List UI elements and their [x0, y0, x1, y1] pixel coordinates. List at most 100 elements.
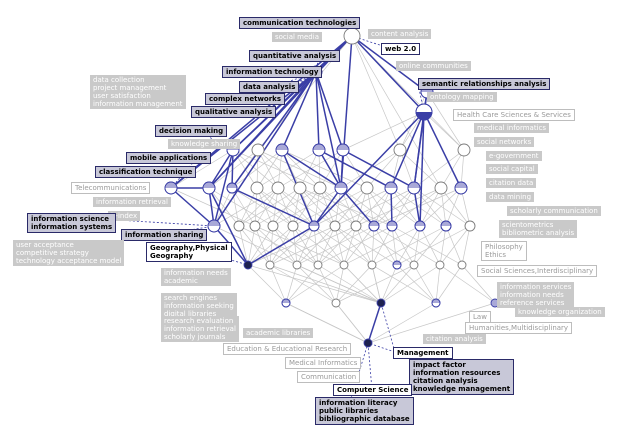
lattice-node[interactable]: [308, 220, 320, 232]
concept-label-social-sciences[interactable]: Social Sciences,Interdisciplinary: [477, 265, 598, 278]
lattice-node-circle[interactable]: [434, 181, 448, 195]
lattice-node[interactable]: [250, 181, 264, 195]
concept-label-citation-analysis-grey[interactable]: citation analysis: [423, 334, 486, 345]
concept-label-e-government[interactable]: e-government: [486, 151, 542, 162]
lattice-node[interactable]: [339, 260, 349, 270]
lattice-node[interactable]: [434, 181, 448, 195]
lattice-node[interactable]: [329, 220, 341, 232]
lattice-node[interactable]: [164, 181, 178, 195]
lattice-node[interactable]: [312, 143, 326, 157]
lattice-node-circle[interactable]: [243, 260, 253, 270]
lattice-node[interactable]: [243, 260, 253, 270]
concept-label-online-communities[interactable]: online communities: [396, 61, 471, 72]
concept-label-data-collection[interactable]: data collection project management user …: [90, 75, 186, 110]
lattice-node[interactable]: [313, 181, 327, 195]
lattice-node[interactable]: [226, 182, 238, 194]
lattice-node[interactable]: [363, 338, 373, 348]
lattice-node-circle[interactable]: [251, 143, 265, 157]
lattice-node[interactable]: [440, 220, 452, 232]
lattice-node[interactable]: [313, 260, 323, 270]
lattice-node[interactable]: [457, 143, 471, 157]
concept-label-impact-factor[interactable]: impact factor information resources cita…: [409, 359, 515, 396]
concept-label-information-retrieval-grey[interactable]: information retrieval: [93, 197, 171, 208]
lattice-node[interactable]: [331, 298, 341, 308]
concept-label-h-index[interactable]: h-index: [108, 211, 141, 222]
lattice-node[interactable]: [414, 220, 426, 232]
lattice-node[interactable]: [334, 181, 348, 195]
lattice-node-circle[interactable]: [343, 27, 361, 45]
lattice-node[interactable]: [393, 143, 407, 157]
lattice-node[interactable]: [207, 219, 221, 233]
lattice-node-circle[interactable]: [331, 298, 341, 308]
lattice-node-circle[interactable]: [265, 260, 275, 270]
lattice-node[interactable]: [392, 260, 402, 270]
lattice-node-circle[interactable]: [409, 260, 419, 270]
concept-label-computer-science[interactable]: Computer Science: [333, 384, 413, 397]
lattice-node[interactable]: [293, 181, 307, 195]
concept-label-medical-informatics[interactable]: Medical Informatics: [285, 357, 362, 370]
lattice-node-circle[interactable]: [464, 220, 476, 232]
concept-label-information-science[interactable]: information science information systems: [27, 213, 117, 234]
concept-label-information-services[interactable]: information services information needs r…: [497, 282, 575, 309]
concept-label-information-needs[interactable]: information needs academic: [161, 268, 231, 287]
concept-label-social-capital[interactable]: social capital: [486, 164, 538, 175]
concept-label-semantic-relationships-analysis[interactable]: semantic relationships analysis: [418, 78, 551, 91]
lattice-node[interactable]: [431, 298, 441, 308]
lattice-node-circle[interactable]: [376, 298, 386, 308]
lattice-node-circle[interactable]: [393, 143, 407, 157]
concept-label-user-acceptance[interactable]: user acceptance competitive strategy tec…: [13, 240, 125, 267]
concept-label-humanities[interactable]: Humanities,Multidisciplinary: [465, 322, 573, 335]
concept-label-management[interactable]: Management: [393, 347, 453, 360]
lattice-node[interactable]: [415, 103, 433, 121]
lattice-node[interactable]: [251, 143, 265, 157]
lattice-node-circle[interactable]: [249, 220, 261, 232]
lattice-node[interactable]: [249, 220, 261, 232]
lattice-node-circle[interactable]: [271, 181, 285, 195]
lattice-node-circle[interactable]: [363, 338, 373, 348]
lattice-node[interactable]: [454, 181, 468, 195]
lattice-node[interactable]: [202, 181, 216, 195]
lattice-node[interactable]: [376, 298, 386, 308]
concept-label-citation-data[interactable]: citation data: [486, 178, 537, 189]
lattice-node[interactable]: [233, 220, 245, 232]
concept-label-telecommunications[interactable]: Telecommunications: [71, 182, 151, 195]
lattice-node-circle[interactable]: [313, 181, 327, 195]
concept-label-education[interactable]: Education & Educational Research: [223, 343, 352, 356]
lattice-node-circle[interactable]: [287, 220, 299, 232]
lattice-node[interactable]: [275, 143, 289, 157]
concept-label-complex-networks[interactable]: complex networks: [205, 93, 285, 106]
concept-label-search-engines[interactable]: search engines information seeking digit…: [161, 293, 237, 320]
concept-label-social-networks[interactable]: social networks: [474, 137, 535, 148]
lattice-node-circle[interactable]: [350, 220, 362, 232]
concept-label-communication[interactable]: Communication: [297, 371, 361, 384]
lattice-node[interactable]: [384, 181, 398, 195]
concept-label-knowledge-sharing[interactable]: knowledge sharing: [168, 139, 241, 150]
lattice-node[interactable]: [350, 220, 362, 232]
concept-label-data-analysis[interactable]: data analysis: [239, 81, 300, 94]
concept-label-knowledge-organization[interactable]: knowledge organization: [515, 307, 605, 318]
lattice-node-circle[interactable]: [329, 220, 341, 232]
lattice-node[interactable]: [281, 298, 291, 308]
lattice-node[interactable]: [287, 220, 299, 232]
concept-label-scientometrics[interactable]: scientometrics bibliometric analysis: [499, 220, 578, 239]
lattice-node[interactable]: [386, 220, 398, 232]
lattice-node-circle[interactable]: [293, 181, 307, 195]
lattice-node[interactable]: [409, 260, 419, 270]
concept-label-communication-technologies[interactable]: communication technologies: [239, 17, 361, 30]
concept-label-data-mining[interactable]: data mining: [486, 192, 535, 203]
lattice-node-circle[interactable]: [267, 220, 279, 232]
concept-label-decision-making[interactable]: decision making: [155, 125, 228, 138]
concept-label-academic-libraries[interactable]: academic libraries: [243, 328, 314, 339]
lattice-node-circle[interactable]: [457, 143, 471, 157]
lattice-node-circle[interactable]: [360, 181, 374, 195]
concept-label-geography[interactable]: Geography,Physical Geography: [146, 242, 232, 263]
lattice-node-circle[interactable]: [457, 260, 467, 270]
concept-label-quantitative-analysis[interactable]: quantitative analysis: [249, 50, 341, 63]
lattice-node[interactable]: [292, 260, 302, 270]
concept-label-information-sharing[interactable]: information sharing: [121, 229, 208, 242]
concept-label-web20[interactable]: web 2.0: [381, 43, 421, 56]
concept-label-classification-technique[interactable]: classification technique: [95, 166, 197, 179]
concept-label-qualitative-analysis[interactable]: qualitative analysis: [191, 106, 277, 119]
lattice-node-circle[interactable]: [250, 181, 264, 195]
lattice-node[interactable]: [368, 220, 380, 232]
